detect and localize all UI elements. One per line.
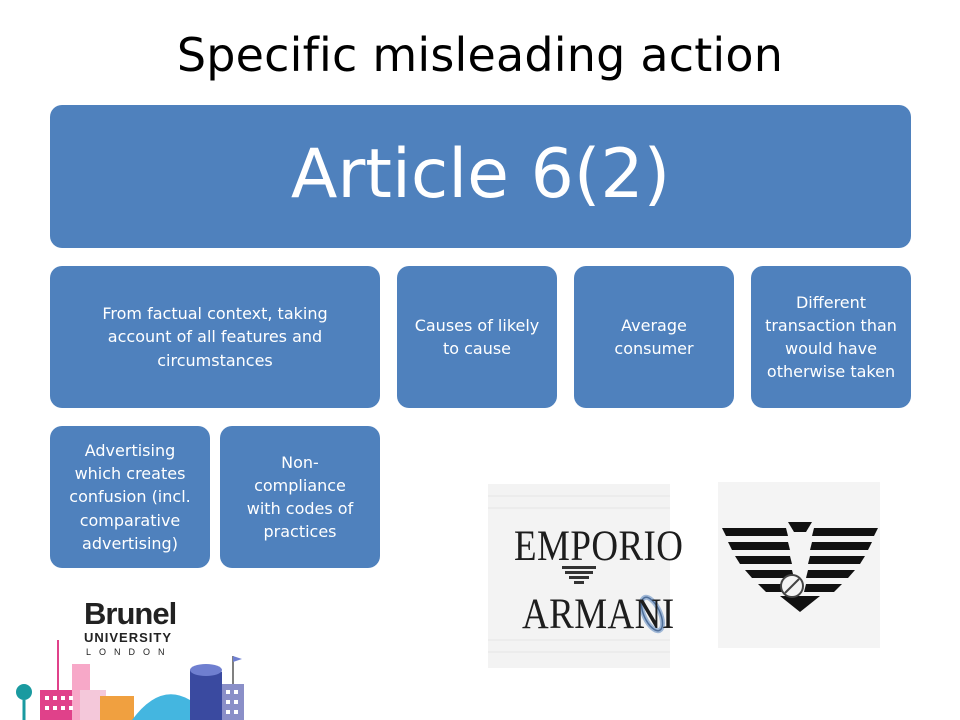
brunel-word: Brunel: [84, 596, 177, 631]
armani-word: ARMANI: [522, 591, 675, 638]
box-different-transaction: Different transaction than would have ot…: [751, 266, 911, 408]
slide-title: Specific misleading action: [176, 28, 784, 82]
box-average-consumer: Average consumer: [574, 266, 734, 408]
box-non-compliance: Non-compliance with codes of practices: [220, 426, 380, 568]
emporio-word: EMPORIO: [514, 523, 684, 570]
brunel-university-word: UNIVERSITY: [84, 630, 173, 645]
box-causes: Causes of likely to cause: [397, 266, 557, 408]
main-box-article: Article 6(2): [50, 105, 911, 248]
brunel-london-word: LONDON: [86, 647, 173, 657]
box-advertising-confusion: Advertising which creates confusion (inc…: [50, 426, 210, 568]
box-factual-context: From factual context, taking account of …: [50, 266, 380, 408]
